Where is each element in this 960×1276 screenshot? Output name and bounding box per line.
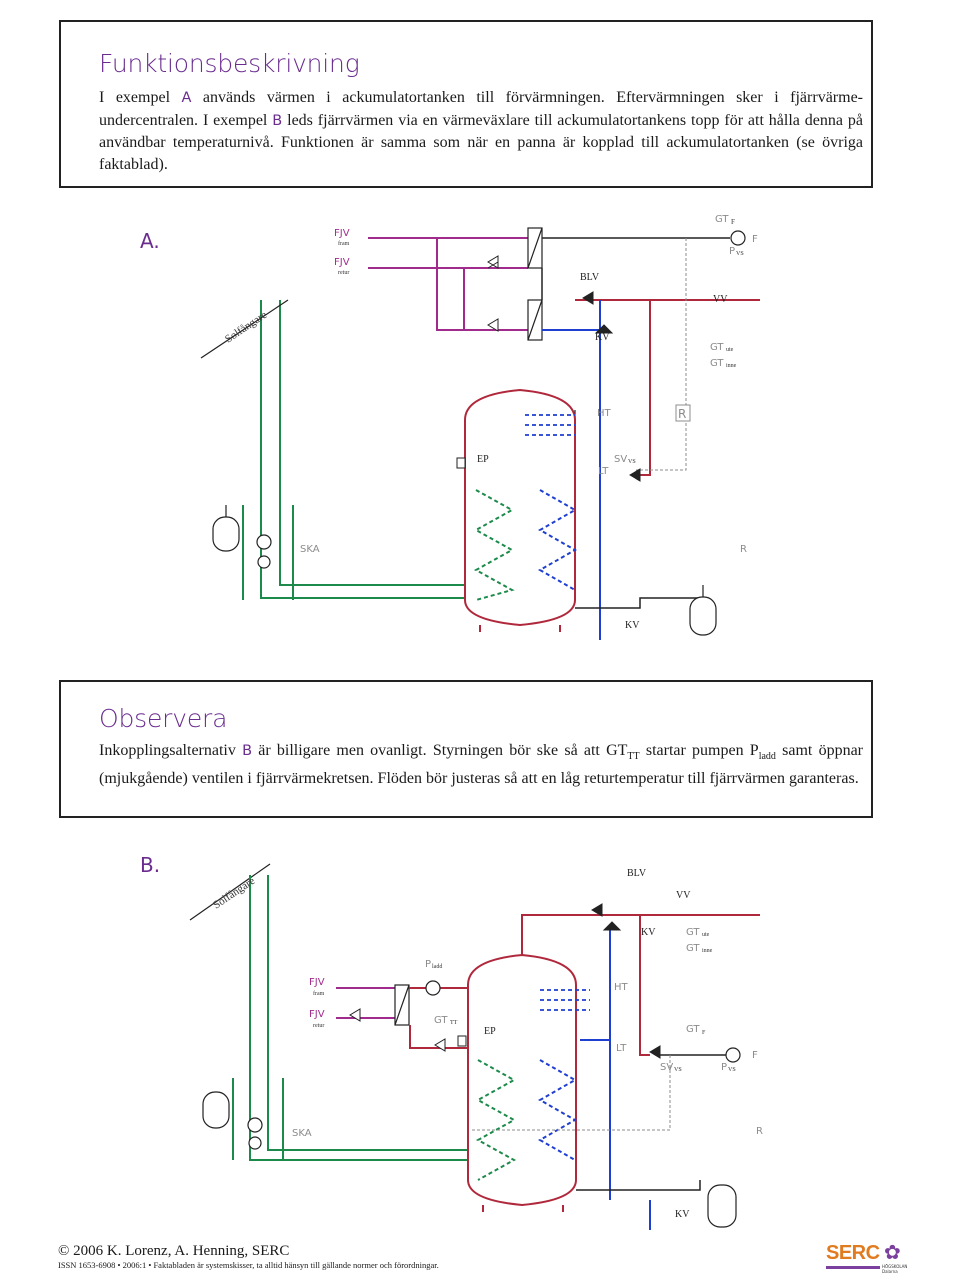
- diagram-b-title: B.: [140, 853, 160, 877]
- label-gt-ute: GT: [686, 927, 700, 938]
- description-box: Funktionsbeskrivning I exempel A används…: [59, 20, 873, 188]
- label-gt-inne-sub: inne: [702, 948, 713, 954]
- label-f: F: [752, 234, 758, 245]
- text-run: används värmen i ackumulatortanken till …: [99, 89, 863, 129]
- label-r: R: [756, 1126, 763, 1137]
- label-sv-sub: VS: [628, 459, 636, 465]
- diagram-a: A. FJV fram FJV retur GT F F P VS BLV VV…: [140, 214, 760, 640]
- subscript-ladd: ladd: [758, 751, 776, 763]
- label-kv: KV: [641, 927, 656, 938]
- label-gt-inne-sub: inne: [726, 363, 737, 369]
- label-sv-sub: VS: [674, 1067, 682, 1073]
- label-p-vs-sub: VS: [728, 1067, 736, 1073]
- label-blv: BLV: [580, 272, 600, 283]
- label-p-vs: P: [729, 246, 735, 257]
- label-fjv-fram-sub: fram: [338, 240, 350, 247]
- label-fjv-retur: FJV: [334, 257, 350, 268]
- label-kv-bottom: KV: [625, 620, 640, 631]
- label-fjv-retur-sub: retur: [313, 1023, 324, 1029]
- example-letter-b: B: [272, 112, 283, 129]
- label-sv: SV: [660, 1062, 673, 1073]
- label-ht: HT: [614, 982, 629, 993]
- label-gt-ute-sub: ute: [726, 347, 734, 353]
- example-letter-a: A: [181, 90, 192, 106]
- label-gt-tt-sub: TT: [450, 1020, 458, 1026]
- label-f: F: [752, 1050, 758, 1061]
- label-gt-ute: GT: [710, 342, 724, 353]
- label-lt: LT: [616, 1043, 627, 1054]
- label-gt-f: GT: [686, 1024, 700, 1035]
- label-fjv-fram: FJV: [309, 977, 325, 988]
- text-run: I exempel: [99, 89, 182, 106]
- label-ep: EP: [477, 454, 489, 465]
- label-r2: R: [740, 544, 747, 555]
- flower-icon: ✿: [884, 1242, 901, 1264]
- label-kv: KV: [595, 332, 610, 343]
- label-gt-tt: GT: [434, 1015, 448, 1026]
- description-heading: Funktionsbeskrivning: [99, 49, 360, 78]
- example-letter-b: B: [242, 743, 253, 759]
- label-r: R: [678, 407, 686, 421]
- label-ska: SKA: [292, 1128, 312, 1139]
- label-gt-f-sub: F: [702, 1030, 706, 1036]
- label-p-ladd: P: [425, 959, 431, 970]
- logo-subtext: HÖGSKOLAN Dalarna: [882, 1264, 908, 1274]
- note-heading: Observera: [99, 704, 228, 733]
- label-ska: SKA: [300, 544, 320, 555]
- label-gt-ute-sub: ute: [702, 932, 710, 938]
- label-gt-inne: GT: [686, 943, 700, 954]
- label-fjv-fram-sub: fram: [313, 990, 325, 997]
- label-p-ladd-sub: ladd: [432, 964, 442, 970]
- label-p-vs: P: [721, 1062, 727, 1073]
- logo-underline: [826, 1266, 880, 1269]
- description-text: I exempel A används värmen i ackumulator…: [99, 87, 863, 175]
- note-text: Inkopplingsalternativ B är billigare men…: [99, 740, 863, 789]
- footer-issn: ISSN 1653-6908 • 2006:1 • Faktabladen är…: [58, 1260, 439, 1270]
- label-ep: EP: [484, 1026, 496, 1037]
- footer-copyright: © 2006 K. Lorenz, A. Henning, SERC: [58, 1243, 290, 1259]
- label-gt-inne: GT: [710, 358, 724, 369]
- logo-text: SERC: [826, 1242, 880, 1264]
- label-sv: SV: [614, 454, 627, 465]
- label-ht: HT: [597, 408, 612, 419]
- serc-logo: SERC ✿ HÖGSKOLAN Dalarna: [826, 1240, 908, 1276]
- note-box: Observera Inkopplingsalternativ B är bil…: [59, 680, 873, 818]
- label-gt-f: GT: [715, 214, 729, 225]
- text-run: samt öppnar (mjukgående) ventilen i fjär…: [99, 742, 864, 787]
- label-p-vs-sub: VS: [736, 251, 744, 257]
- label-vv: VV: [713, 294, 728, 305]
- diagram-a-title: A.: [140, 229, 160, 253]
- label-blv: BLV: [627, 868, 647, 879]
- text-run: startar pumpen P: [639, 742, 759, 759]
- text-run: Inkopplingsalternativ: [99, 742, 243, 759]
- diagram-b: B. Solfångare BLV VV KV GT ute GT inne P…: [140, 853, 763, 1230]
- label-lt: LT: [598, 466, 609, 477]
- label-fjv-fram: FJV: [334, 228, 350, 239]
- text-run: är billigare men ovanligt. Styrningen bö…: [252, 742, 628, 759]
- label-kv-bottom: KV: [675, 1209, 690, 1220]
- label-vv: VV: [676, 890, 691, 901]
- label-fjv-retur: FJV: [309, 1009, 325, 1020]
- label-gt-f-sub: F: [731, 218, 735, 226]
- label-fjv-retur-sub: retur: [338, 270, 349, 276]
- subscript-tt: TT: [627, 751, 640, 763]
- text-run: leds fjärrvärmen via en värmeväxlare til…: [99, 111, 864, 173]
- label-solfangare: Solfångare: [223, 309, 269, 346]
